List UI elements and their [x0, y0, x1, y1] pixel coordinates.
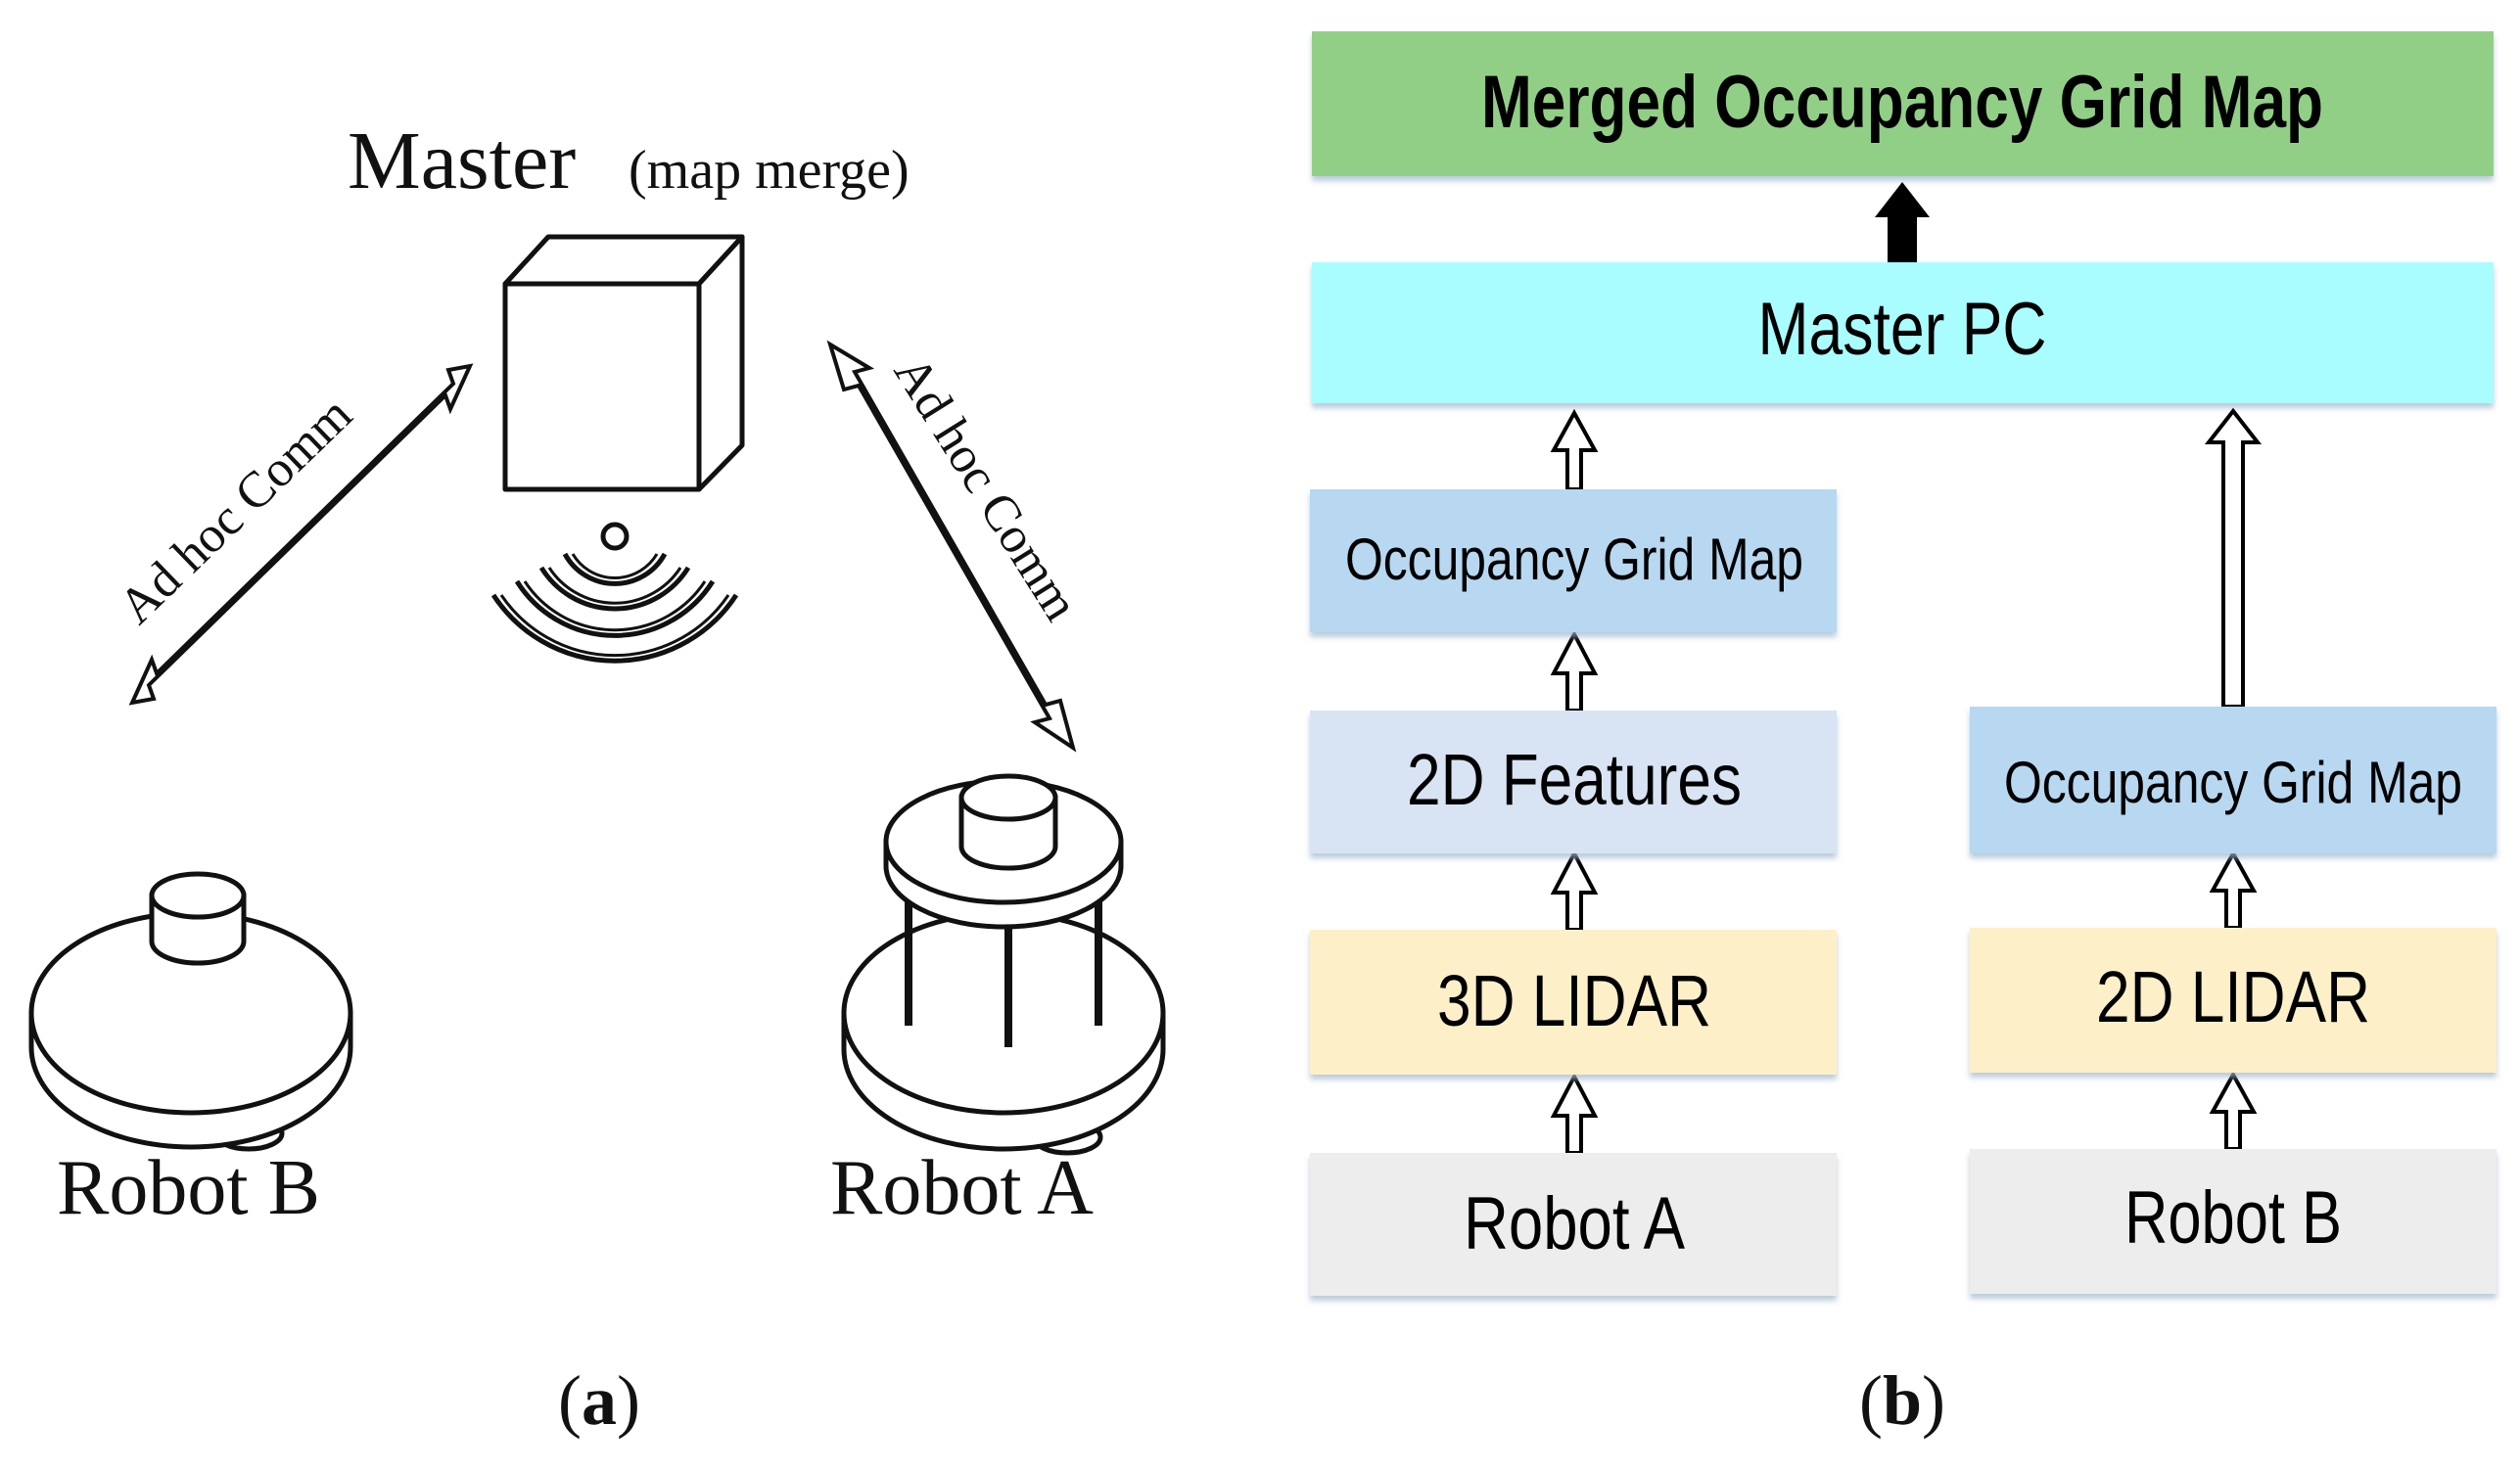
- robot-a-box-label: Robot A: [1464, 1182, 1685, 1265]
- panel-b-flowchart: Merged Occupancy Grid Map Master PC Occu…: [1310, 31, 2497, 1440]
- master-label: Master: [348, 115, 576, 207]
- features-2d-box: [1310, 711, 1837, 853]
- lidar-3d-box: [1310, 930, 1837, 1075]
- master-pc-box: [1312, 262, 2494, 403]
- wireless-signal-icon: [490, 522, 739, 664]
- robot-a-icon: [841, 773, 1166, 1156]
- arrow-up-hollow-icon: [2209, 849, 2258, 930]
- master-sublabel: (map merge): [629, 140, 910, 201]
- arrow-up-solid-icon: [1875, 182, 1930, 262]
- arrow-up-hollow-long-icon: [2204, 407, 2263, 709]
- arrow-up-hollow-icon: [1550, 1072, 1599, 1155]
- occupancy-grid-map-label-right: Occupancy Grid Map: [2004, 750, 2462, 815]
- lidar-2d-box: [1970, 928, 2497, 1073]
- merged-map-box: [1312, 31, 2494, 176]
- arrow-up-hollow-icon: [1550, 629, 1599, 712]
- arrow-up-hollow-icon: [2209, 1070, 2258, 1151]
- occupancy-grid-map-box-right: [1970, 707, 2497, 853]
- master-cube-icon: [502, 234, 745, 492]
- panel-b: Merged Occupancy Grid Map Master PC Occu…: [1263, 0, 2520, 1470]
- merged-map-label: Merged Occupancy Grid Map: [1481, 61, 2323, 144]
- lidar-2d-label: 2D LIDAR: [2096, 956, 2370, 1037]
- robot-a-label: Robot A: [830, 1145, 1094, 1231]
- features-2d-label: 2D Features: [1407, 739, 1742, 820]
- lidar-3d-label: 3D LIDAR: [1437, 960, 1711, 1041]
- master-pc-label: Master PC: [1758, 288, 2047, 371]
- comm-arrow-right-icon: [826, 340, 1077, 753]
- comm-arrow-left-icon: [128, 363, 474, 706]
- panel-a-illustration: Master (map merge) Ad hoc Comm: [28, 115, 1166, 1440]
- occupancy-grid-map-label-left: Occupancy Grid Map: [1345, 527, 1803, 592]
- robot-a-box: [1310, 1153, 1837, 1296]
- arrow-up-hollow-icon: [1550, 849, 1599, 932]
- arrow-up-hollow-icon: [1550, 408, 1599, 491]
- robot-b-label: Robot B: [57, 1145, 320, 1231]
- caption-a: (a): [558, 1361, 640, 1440]
- caption-b: (b): [1859, 1361, 1945, 1440]
- occupancy-grid-map-box-left: [1310, 489, 1837, 632]
- comm-right-label: Ad hoc Comm: [883, 346, 1090, 630]
- robot-b-box-label: Robot B: [2124, 1176, 2342, 1260]
- panel-a: Master (map merge) Ad hoc Comm: [28, 115, 1166, 1440]
- robot-b-icon: [28, 871, 353, 1152]
- robot-b-box: [1970, 1149, 2497, 1294]
